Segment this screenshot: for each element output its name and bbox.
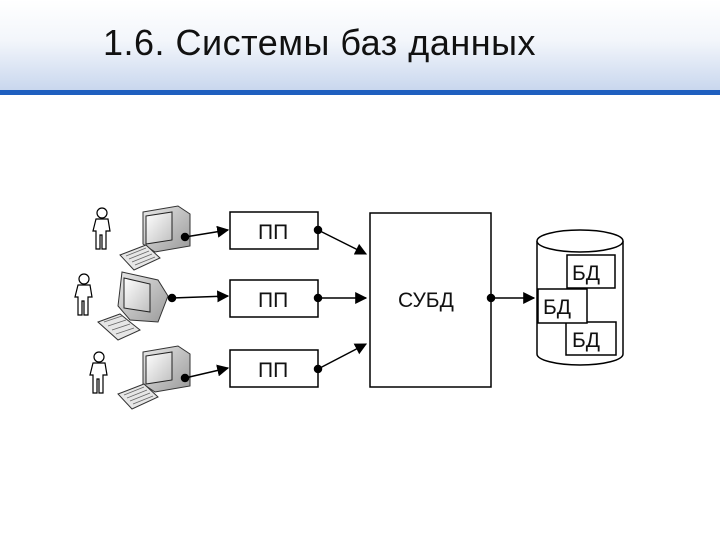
db-label-3: БД [572,329,600,352]
db-box-3: БД [565,321,617,356]
computer-icon-2 [97,271,169,341]
app-label-3: ПП [258,359,288,382]
app-label-2: ПП [258,289,288,312]
db-box-1: БД [566,254,616,289]
title-bar [0,0,720,90]
db-box-2: БД [537,288,588,324]
dbms-connector [486,292,536,304]
db-label-1: БД [572,262,600,285]
app-box-2: ПП [229,279,319,318]
app-connectors [313,225,368,374]
page-title: 1.6. Системы баз данных [103,22,536,63]
user-icon-1 [92,207,111,250]
dbms-box: СУБД [369,212,492,388]
user-icon-3 [89,351,108,394]
user-icon-2 [74,273,93,316]
db-label-2: БД [543,296,571,319]
client-connectors [167,225,230,383]
app-label-1: ПП [258,221,288,244]
computer-icon-3 [117,345,191,410]
app-box-3: ПП [229,349,319,388]
computer-icon-1 [119,205,191,271]
title-underline [0,90,720,95]
dbms-label: СУБД [398,289,454,312]
app-box-1: ПП [229,211,319,250]
